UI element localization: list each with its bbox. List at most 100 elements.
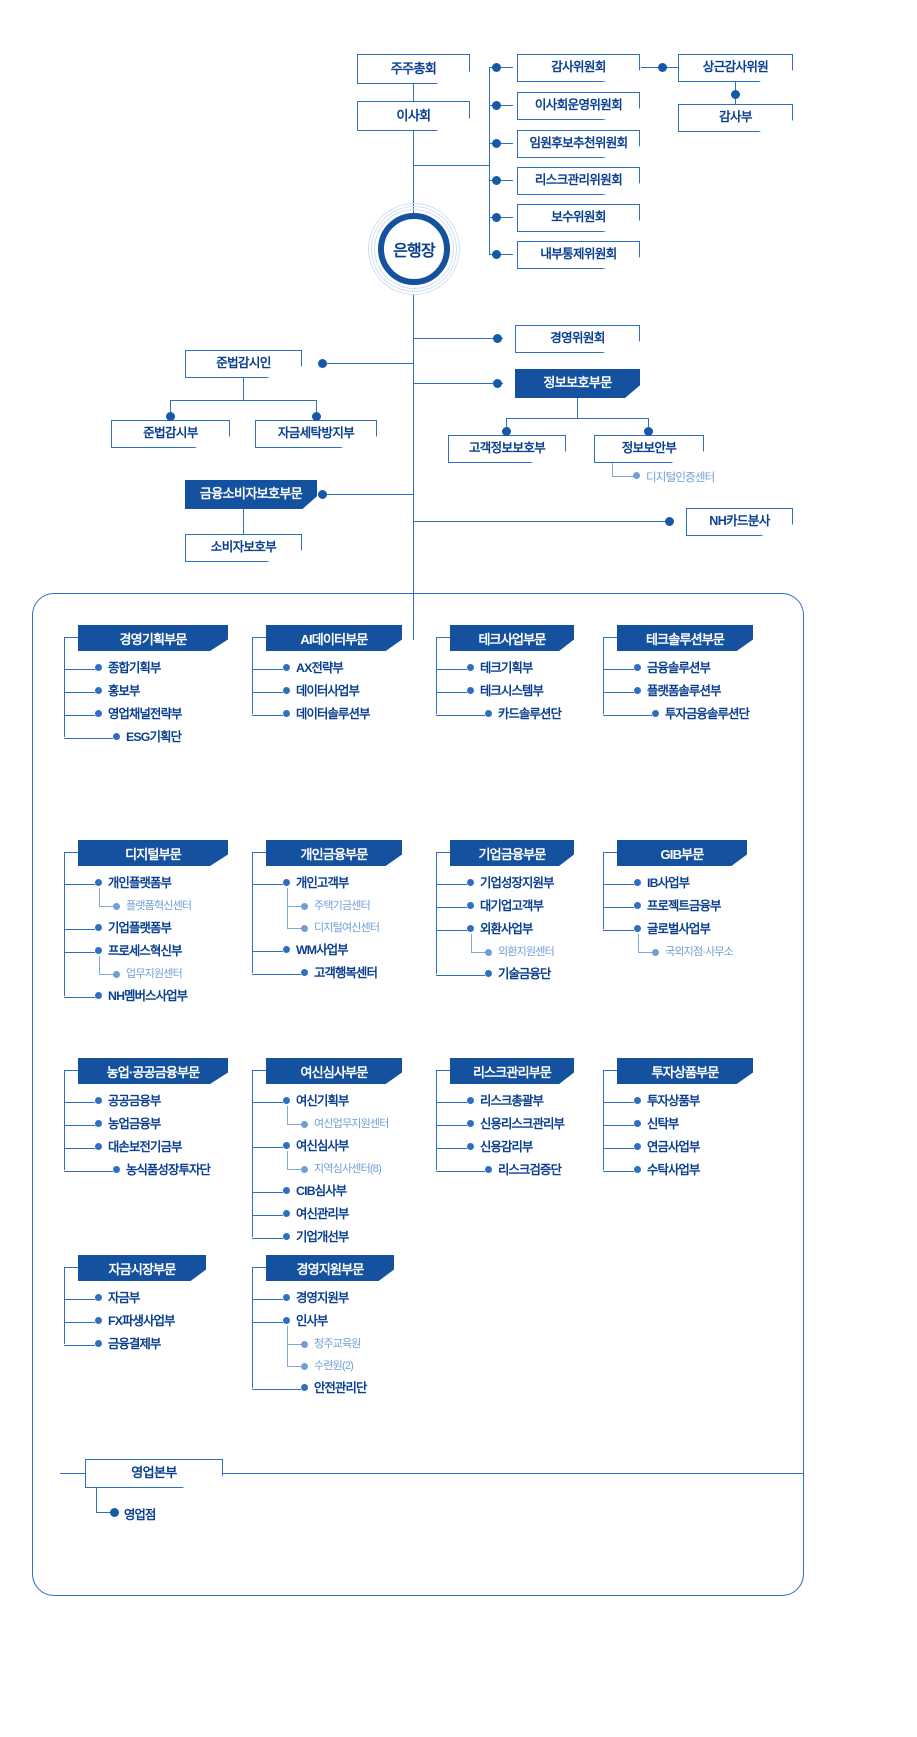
label-infosec-child-0: 고객정보보호부 [468, 441, 546, 456]
division-item[interactable]: 대손보전기금부 [78, 1136, 228, 1159]
division-item[interactable]: 영업채널전략부 [78, 703, 228, 726]
division-header[interactable]: 투자상품부문 [617, 1058, 753, 1084]
division-trunk [252, 1069, 254, 1238]
division-item[interactable]: 리스크검증단 [450, 1159, 574, 1182]
division-item[interactable]: 글로벌사업부 [617, 918, 747, 941]
division-item[interactable]: 여신관리부 [266, 1203, 402, 1226]
division-item[interactable]: 금융솔루션부 [617, 657, 753, 680]
division-item[interactable]: 플랫폼솔루션부 [617, 680, 753, 703]
division-item[interactable]: 데이터솔루션부 [266, 703, 402, 726]
division-branch-stub [603, 691, 634, 693]
division-item[interactable]: ESG기획단 [78, 726, 228, 749]
division-item[interactable]: 경영지원부 [266, 1287, 394, 1310]
division-item[interactable]: 청주교육원 [266, 1333, 394, 1355]
division-header[interactable]: 기업금융부문 [450, 840, 574, 866]
division-item[interactable]: IB사업부 [617, 872, 747, 895]
division-item[interactable]: 여신업무지원센터 [266, 1113, 402, 1135]
box-infosec-child-1: 정보보안부 [594, 435, 704, 463]
division-trunk-top [603, 1069, 617, 1071]
division-item[interactable]: 신용리스크관리부 [450, 1113, 574, 1136]
division-item[interactable]: 농업금융부 [78, 1113, 228, 1136]
division-item[interactable]: 플랫폼혁신센터 [78, 895, 228, 917]
division-item[interactable]: 국외지점·사무소 [617, 941, 747, 963]
division-item[interactable]: 수련원(2) [266, 1355, 394, 1377]
division-item[interactable]: 신탁부 [617, 1113, 753, 1136]
division-branch-stub [252, 714, 283, 716]
division-header[interactable]: 개인금융부문 [266, 840, 402, 866]
division-item[interactable]: 개인플랫폼부 [78, 872, 228, 895]
division-item-label: 금융솔루션부 [647, 661, 711, 675]
bullet-dot [467, 664, 474, 671]
division-item[interactable]: 수탁사업부 [617, 1159, 753, 1182]
division-item[interactable]: 기업플랫폼부 [78, 917, 228, 940]
division-item[interactable]: 리스크총괄부 [450, 1090, 574, 1113]
division-item[interactable]: 테크시스템부 [450, 680, 574, 703]
bullet-dot [301, 925, 308, 932]
division-item-label: 지역심사센터(8) [314, 1163, 382, 1175]
division-item[interactable]: 디지털여신센터 [266, 917, 402, 939]
division-header[interactable]: 경영기획부문 [78, 625, 228, 651]
division-item[interactable]: 투자상품부 [617, 1090, 753, 1113]
division-branch-stub [603, 1124, 634, 1126]
division-item[interactable]: 프로젝트금융부 [617, 895, 747, 918]
bullet-dot [113, 1166, 120, 1173]
division-subbranch-h [287, 928, 301, 930]
bullet-dot [95, 1143, 102, 1150]
division-item[interactable]: 신용감리부 [450, 1136, 574, 1159]
division-item[interactable]: 고객행복센터 [266, 962, 402, 985]
division-item[interactable]: 투자금융솔루션단 [617, 703, 753, 726]
division-header[interactable]: 리스크관리부문 [450, 1058, 574, 1084]
division-item[interactable]: 종합기획부 [78, 657, 228, 680]
division-item[interactable]: 업무지원센터 [78, 963, 228, 985]
division-header-label: AI데이터부문 [300, 631, 368, 647]
division-header[interactable]: 디지털부문 [78, 840, 228, 866]
division-item[interactable]: WM사업부 [266, 939, 402, 962]
division-item-label: NH멤버스사업부 [108, 989, 188, 1003]
division-branch-stub [252, 1388, 301, 1390]
division-item[interactable]: 테크기획부 [450, 657, 574, 680]
division-item[interactable]: 프로세스혁신부 [78, 940, 228, 963]
division-item[interactable]: FX파생사업부 [78, 1310, 206, 1333]
division-item[interactable]: 안전관리단 [266, 1377, 394, 1400]
division-trunk [64, 1069, 66, 1171]
division-item[interactable]: 인사부 [266, 1310, 394, 1333]
division-item[interactable]: 개인고객부 [266, 872, 402, 895]
division-item[interactable]: CIB심사부 [266, 1180, 402, 1203]
division-header[interactable]: AI데이터부문 [266, 625, 402, 651]
division-branch-stub [436, 929, 467, 931]
division-item[interactable]: 카드솔루션단 [450, 703, 574, 726]
division-item[interactable]: 여신심사부 [266, 1135, 402, 1158]
division-item[interactable]: 기업성장지원부 [450, 872, 574, 895]
division-item[interactable]: 금융결제부 [78, 1333, 206, 1356]
division-trunk-top [603, 851, 617, 853]
division-item[interactable]: 데이터사업부 [266, 680, 402, 703]
division-item[interactable]: AX전략부 [266, 657, 402, 680]
division-item[interactable]: 농식품성장투자단 [78, 1159, 228, 1182]
division-item[interactable]: 자금부 [78, 1287, 206, 1310]
division-item[interactable]: 여신기획부 [266, 1090, 402, 1113]
division-item[interactable]: 지역심사센터(8) [266, 1158, 402, 1180]
division-header[interactable]: GIB부문 [617, 840, 747, 866]
division-header[interactable]: 자금시장부문 [78, 1255, 206, 1281]
label-ceo: 은행장 [393, 243, 436, 260]
division-item[interactable]: 외환지원센터 [450, 941, 574, 963]
division-item[interactable]: 기업개선부 [266, 1226, 402, 1249]
division-branch-stub [252, 1237, 283, 1239]
division-item[interactable]: 주택기금센터 [266, 895, 402, 917]
division-item[interactable]: 대기업고객부 [450, 895, 574, 918]
division-header[interactable]: 여신심사부문 [266, 1058, 402, 1084]
division-item[interactable]: 외환사업부 [450, 918, 574, 941]
division-subbranch-v [287, 887, 289, 928]
division-item[interactable]: 공공금융부 [78, 1090, 228, 1113]
division-header[interactable]: 테크사업부문 [450, 625, 574, 651]
division-item[interactable]: NH멤버스사업부 [78, 985, 228, 1008]
division-header[interactable]: 농업·공공금융부문 [78, 1058, 228, 1084]
division-header[interactable]: 경영지원부문 [266, 1255, 394, 1281]
ceo-ring-outer-1 [374, 209, 454, 289]
division-item[interactable]: 기술금융단 [450, 963, 574, 986]
division-item[interactable]: 홍보부 [78, 680, 228, 703]
division-header[interactable]: 테크솔루션부문 [617, 625, 753, 651]
division-item[interactable]: 연금사업부 [617, 1136, 753, 1159]
